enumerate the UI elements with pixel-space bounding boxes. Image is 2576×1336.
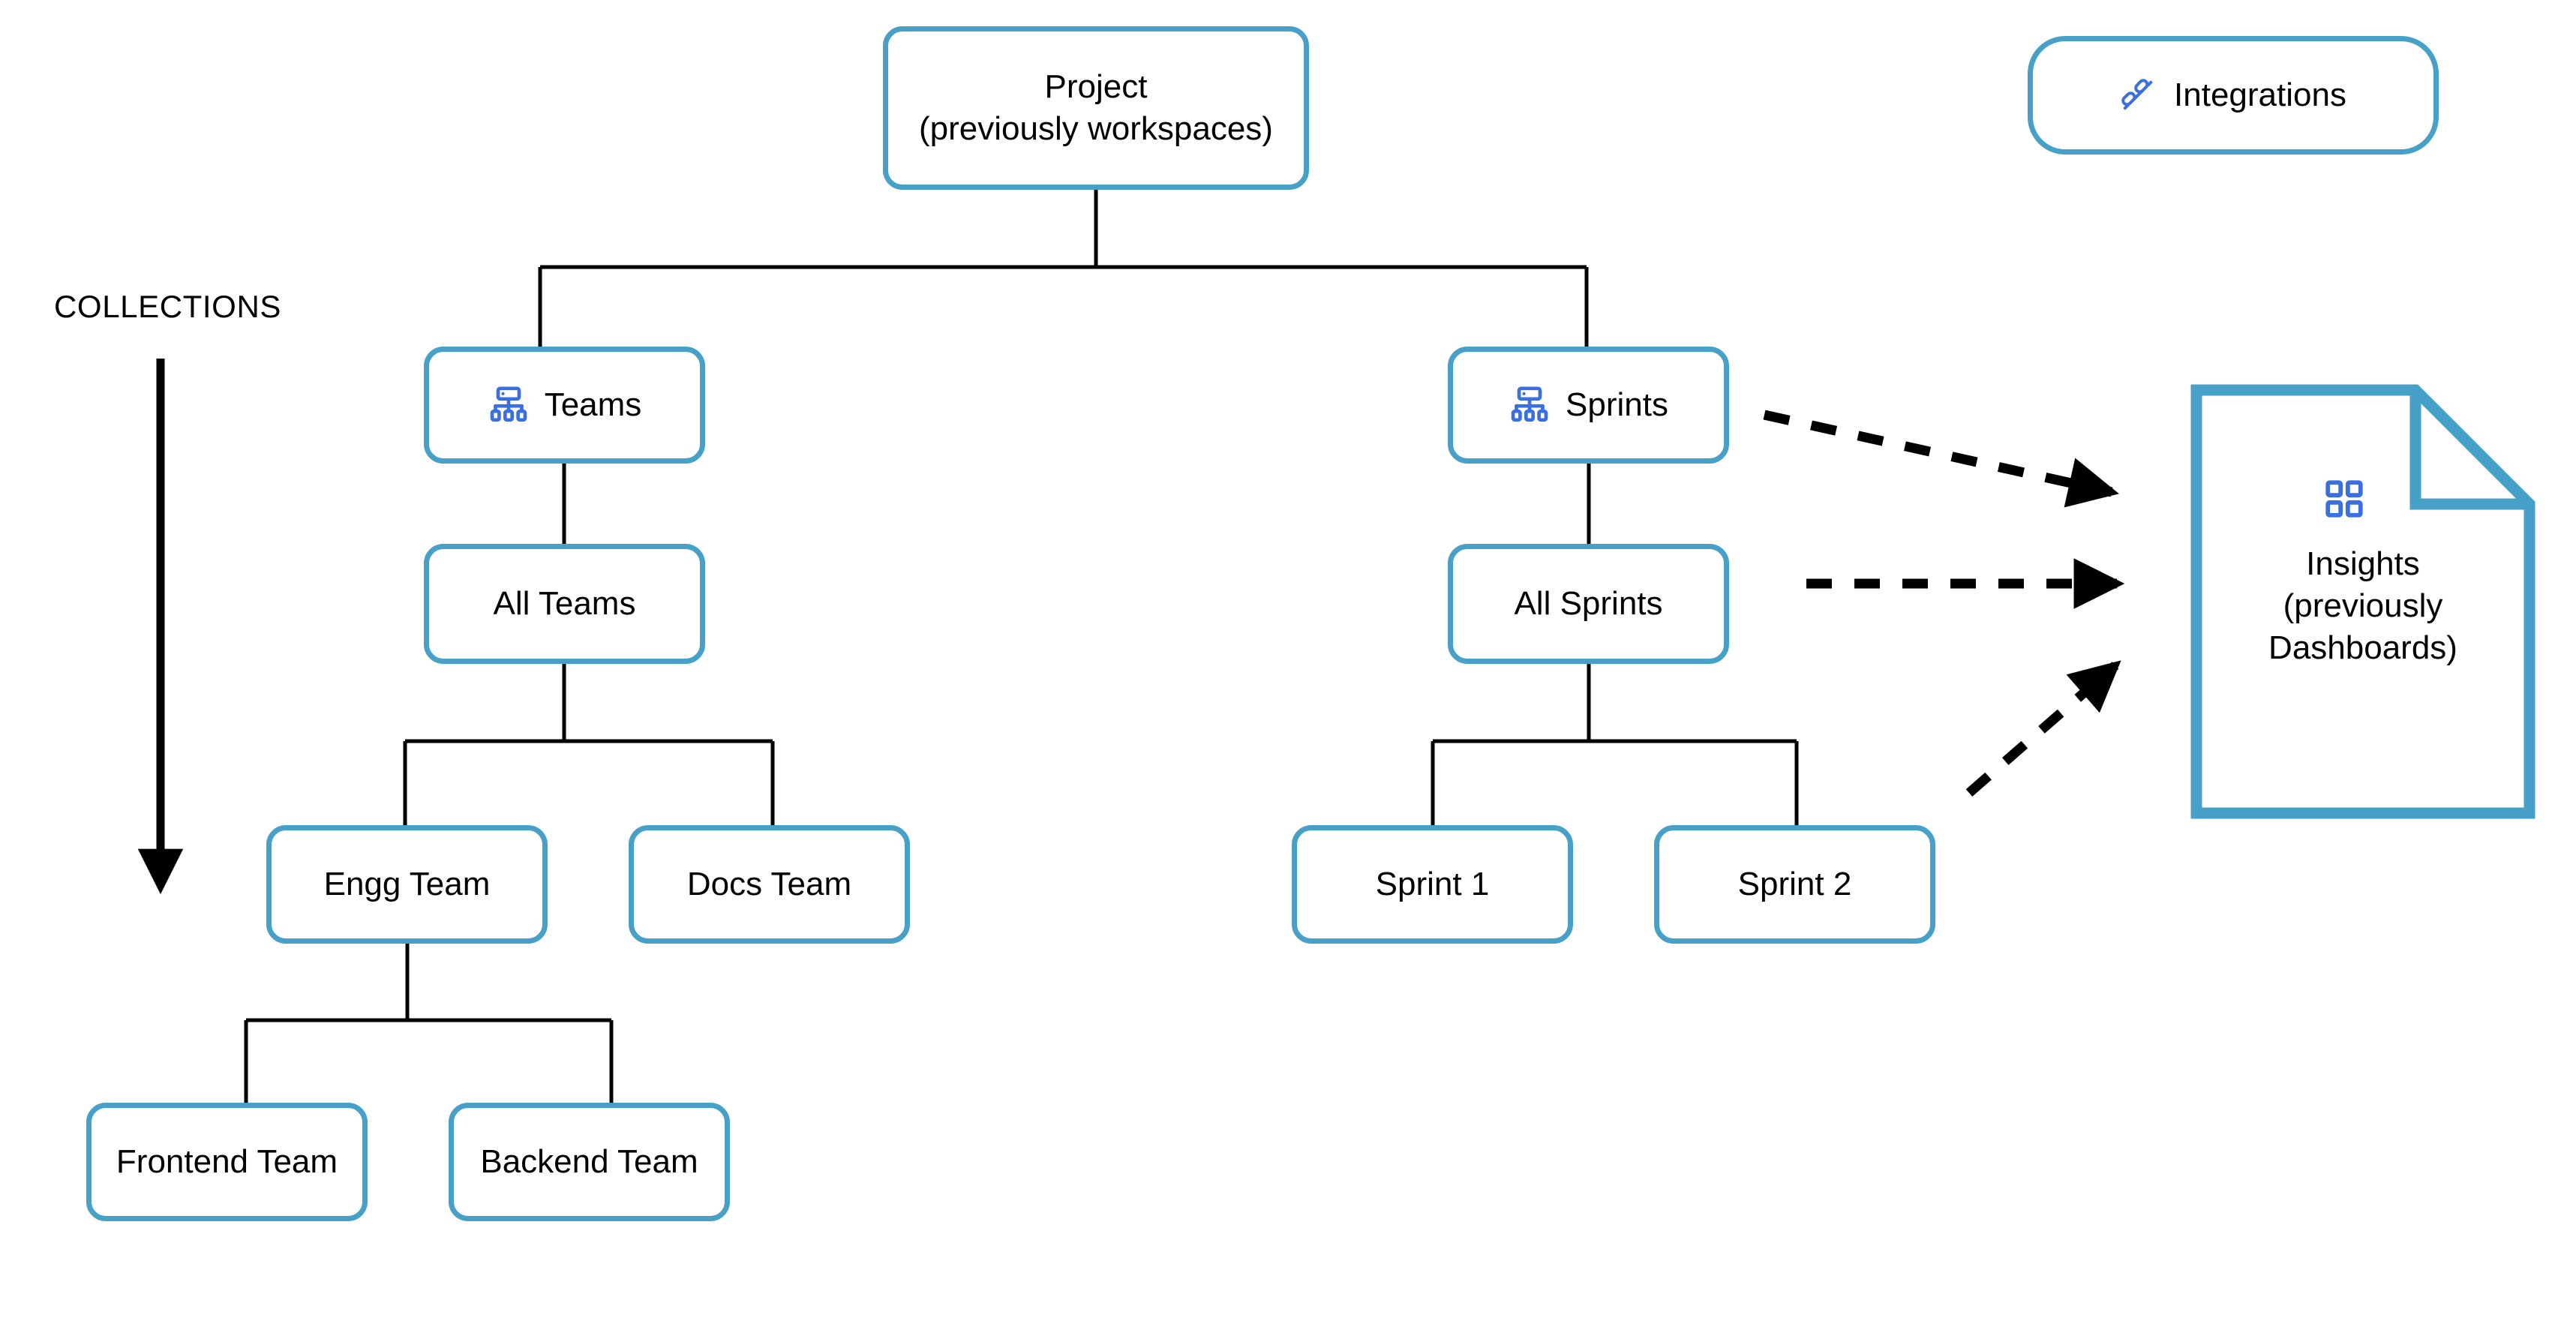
collections-label: COLLECTIONS bbox=[54, 289, 281, 324]
node-sprint-1[interactable]: Sprint 1 bbox=[1292, 825, 1573, 944]
document-shape bbox=[2190, 384, 2535, 819]
node-engg-team[interactable]: Engg Team bbox=[266, 825, 548, 944]
integrations-pill[interactable]: Integrations bbox=[2028, 36, 2439, 155]
hierarchy-icon bbox=[488, 384, 530, 426]
node-project-label: Project (previously workspaces) bbox=[919, 68, 1273, 147]
node-sprint-1-label: Sprint 1 bbox=[1375, 865, 1490, 902]
node-all-teams-label: All Teams bbox=[493, 584, 636, 622]
node-insights[interactable]: Insights (previously Dashboards) bbox=[2190, 384, 2535, 819]
node-engg-team-label: Engg Team bbox=[323, 865, 491, 902]
node-sprint-2[interactable]: Sprint 2 bbox=[1654, 825, 1935, 944]
node-sprints[interactable]: Sprints bbox=[1448, 347, 1729, 464]
node-sprints-label: Sprints bbox=[1566, 386, 1668, 423]
node-docs-team-label: Docs Team bbox=[686, 865, 852, 902]
node-backend-team[interactable]: Backend Team bbox=[449, 1103, 730, 1221]
node-project[interactable]: Project (previously workspaces) bbox=[883, 26, 1309, 190]
node-teams-label: Teams bbox=[544, 386, 642, 423]
integrations-label: Integrations bbox=[2174, 77, 2346, 113]
node-frontend-team-label: Frontend Team bbox=[116, 1142, 338, 1180]
dashboard-grid-icon bbox=[2322, 477, 2366, 521]
node-all-sprints[interactable]: All Sprints bbox=[1448, 544, 1729, 664]
node-frontend-team[interactable]: Frontend Team bbox=[86, 1103, 368, 1221]
plug-connector-icon bbox=[2120, 77, 2156, 113]
node-teams[interactable]: Teams bbox=[424, 347, 705, 464]
node-backend-team-label: Backend Team bbox=[480, 1142, 698, 1180]
node-sprint-2-label: Sprint 2 bbox=[1737, 865, 1852, 902]
node-all-teams[interactable]: All Teams bbox=[424, 544, 705, 664]
node-all-sprints-label: All Sprints bbox=[1514, 584, 1663, 622]
node-docs-team[interactable]: Docs Team bbox=[629, 825, 910, 944]
node-insights-label: Insights (previously Dashboards) bbox=[2268, 545, 2457, 666]
hierarchy-icon bbox=[1509, 384, 1551, 426]
